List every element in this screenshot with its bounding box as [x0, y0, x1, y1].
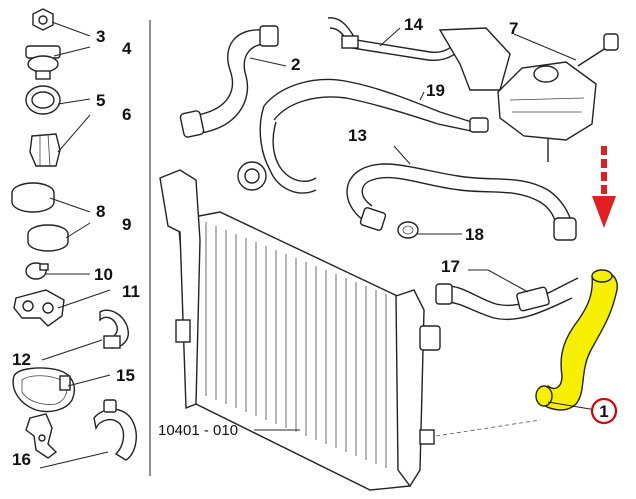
leader-11	[57, 289, 111, 309]
label-part-5: 5	[96, 91, 105, 110]
leader-17b	[487, 269, 529, 293]
leader-3	[51, 21, 91, 37]
part-8-band-clamp	[11, 182, 55, 213]
part-4-clip	[25, 45, 61, 80]
part-3-nut	[32, 8, 54, 31]
leader-7	[513, 33, 577, 61]
leader-13	[419, 91, 425, 101]
part-16-bracket	[25, 413, 58, 459]
label-part-11: 11	[122, 282, 140, 301]
dashed-guide	[435, 419, 541, 437]
part-18-hose	[346, 163, 577, 241]
label-part-3: 3	[96, 27, 105, 46]
label-part-9: 9	[122, 215, 131, 234]
leader-1	[547, 401, 597, 411]
leader-12	[41, 339, 103, 361]
red-arrow-icon	[592, 146, 616, 228]
part-10-small-clamp	[25, 262, 49, 280]
label-part-14: 14	[404, 15, 423, 34]
label-part-4: 4	[122, 39, 132, 58]
label-part-8: 8	[96, 202, 105, 221]
part-6-bracket	[29, 133, 61, 167]
label-part-13: 19	[426, 81, 445, 100]
left-parts-column: 3 4 5 6 8 9 10 11 12 15 16	[11, 8, 151, 476]
leader-2	[249, 57, 287, 67]
label-part-12: 12	[12, 350, 31, 369]
part-17-hose	[435, 277, 579, 321]
leader-5	[57, 98, 91, 105]
leader-18	[393, 145, 411, 165]
label-part-1: 1	[599, 402, 608, 421]
highlight-circle	[590, 397, 618, 425]
label-part-19: 18	[465, 225, 484, 244]
leader-16	[39, 451, 109, 469]
label-part-15: 15	[116, 366, 135, 385]
label-part-17: 17	[441, 257, 460, 276]
leader-15	[67, 374, 111, 387]
part-7-expansion-tank	[497, 33, 619, 162]
part-2-hose	[179, 25, 279, 138]
part-9-band-clamp	[27, 224, 69, 252]
part-19-clamp	[397, 221, 419, 239]
label-part-2: 2	[291, 55, 300, 74]
part-15-strap-clamp	[12, 367, 76, 413]
part-11-bracket	[13, 289, 65, 327]
label-part-18: 13	[348, 126, 367, 145]
label-part-6: 6	[122, 105, 131, 124]
part-5-clamp	[25, 85, 61, 115]
leader-6	[57, 114, 91, 153]
leader-14	[379, 27, 401, 47]
leader-4	[53, 46, 91, 57]
part-16-strap	[93, 399, 137, 461]
leader-9	[65, 222, 91, 239]
part-12-clamp-ring	[99, 309, 129, 349]
label-part-7: 7	[509, 19, 518, 38]
part-1-highlighted-hose	[535, 269, 618, 411]
reference-code: 10401 - 010	[158, 422, 238, 439]
label-part-16: 16	[12, 450, 31, 469]
leader-8	[49, 197, 91, 213]
part-13-hose	[237, 78, 489, 194]
label-part-10: 10	[94, 265, 113, 284]
radiator	[159, 169, 441, 491]
